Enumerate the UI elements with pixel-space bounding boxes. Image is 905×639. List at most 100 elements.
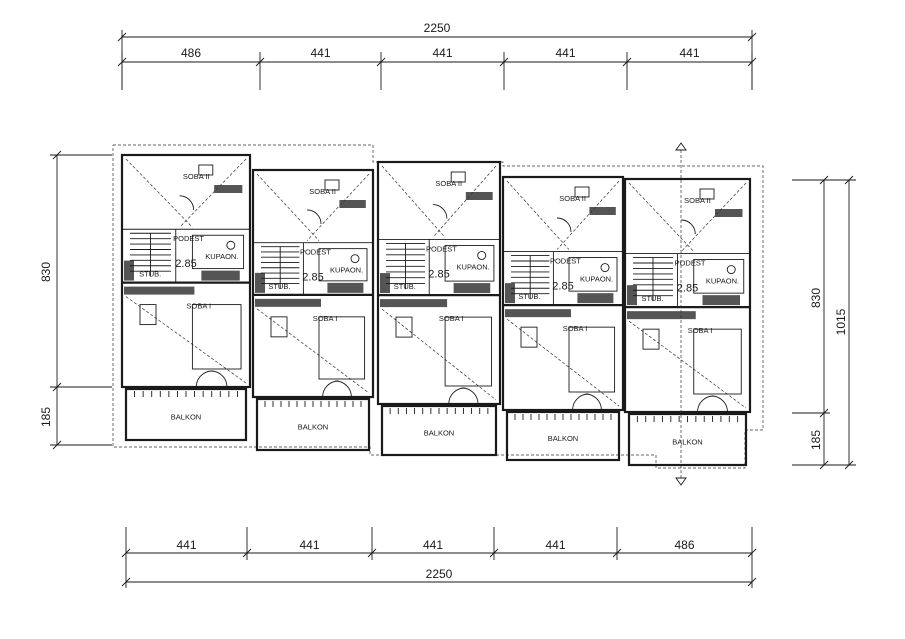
- dimension-tick: [612, 548, 622, 558]
- dimension-tick: [747, 577, 757, 587]
- dimension-segment: 441: [423, 538, 443, 552]
- dimension-tick: [747, 32, 757, 42]
- dimension-tick: [367, 548, 377, 558]
- wall-hatch: [627, 311, 696, 320]
- door-arc: [681, 219, 696, 235]
- dimension-tick: [747, 548, 757, 558]
- level-mark: 2.85: [175, 258, 196, 270]
- room-label-soba-i: SOBA I: [563, 324, 588, 333]
- room-diagonal: [256, 173, 320, 241]
- wall-hatch: [627, 285, 637, 306]
- desk: [574, 186, 590, 198]
- wc-fixture: [226, 240, 236, 250]
- door-arc: [195, 370, 213, 388]
- room-diagonal: [556, 180, 620, 250]
- wall-hatch: [201, 270, 240, 281]
- wall-hatch: [327, 282, 364, 293]
- wall-hatch: [589, 207, 616, 215]
- balcony: [124, 387, 248, 442]
- dimension-segment: 1015: [834, 308, 848, 335]
- bed: [693, 328, 742, 395]
- bathroom: [191, 234, 245, 270]
- room-label-soba-i: SOBA I: [313, 314, 338, 323]
- dimension-segment: 441: [299, 538, 319, 552]
- wall-hatch: [505, 309, 571, 318]
- balcony: [505, 410, 621, 462]
- room-diagonal: [628, 182, 695, 252]
- balcony: [380, 404, 498, 457]
- wc-fixture: [726, 265, 736, 275]
- room-label-podest: PODEST: [300, 248, 331, 257]
- room-diagonal: [381, 308, 497, 401]
- room-diagonal: [306, 173, 370, 241]
- wall-hatch: [380, 299, 448, 308]
- bed: [568, 326, 616, 393]
- level-mark: 2.85: [302, 272, 323, 284]
- room-label-podest: PODEST: [550, 257, 581, 266]
- dimension-tick: [255, 57, 265, 67]
- room-label-soba-ii: SOBA II: [309, 187, 336, 196]
- door-arc: [432, 204, 448, 219]
- room-diagonal: [432, 165, 497, 238]
- level-mark: 2.85: [552, 281, 573, 293]
- wall-hatch: [577, 293, 614, 304]
- door-arc: [335, 380, 352, 398]
- dimension-tick: [376, 57, 386, 67]
- dimension-segment: 441: [310, 46, 330, 60]
- wc-fixture: [350, 254, 360, 264]
- room-diagonal: [506, 180, 570, 250]
- room-label-kupaona: KUPAON.: [580, 275, 613, 284]
- dimension-tick: [819, 175, 829, 185]
- door-arc: [306, 209, 322, 224]
- room-diagonal: [506, 318, 620, 407]
- room-label-balkon: BALKON: [424, 428, 454, 437]
- room-label-podest: PODEST: [675, 259, 706, 268]
- room-label-soba-ii: SOBA II: [435, 179, 462, 188]
- desk: [520, 326, 538, 348]
- dimension-segment: 830: [39, 262, 53, 282]
- wall-hatch: [702, 295, 740, 306]
- dimension-segment: 441: [679, 46, 699, 60]
- desk: [699, 188, 715, 200]
- level-mark: 2.85: [428, 268, 449, 280]
- dimension-segment: 441: [432, 46, 452, 60]
- room-label-balkon: BALKON: [548, 434, 578, 443]
- bed: [444, 316, 492, 387]
- dimension-tick: [52, 150, 62, 160]
- wall-hatch: [214, 185, 243, 193]
- room-diagonal: [125, 158, 193, 228]
- dimension-segment: 486: [181, 46, 201, 60]
- wc-fixture: [477, 250, 487, 260]
- dimension-tick: [52, 440, 62, 450]
- dimension-segment: 486: [674, 538, 694, 552]
- dimension-segment: 441: [176, 538, 196, 552]
- room-label-kupaona: KUPAON.: [205, 252, 238, 261]
- door-arc: [572, 393, 589, 411]
- wall-hatch: [339, 200, 366, 208]
- room-label-stub: STUB.: [139, 270, 161, 279]
- dimension-segment: 441: [545, 538, 565, 552]
- room-label-kupaona: KUPAON.: [457, 262, 490, 271]
- bed: [191, 304, 242, 370]
- room-diagonal: [680, 182, 747, 252]
- desk: [450, 171, 466, 183]
- room-label-soba-ii: SOBA II: [183, 172, 210, 181]
- dimension-tick: [819, 460, 829, 470]
- room-label-stub: STUB.: [641, 294, 663, 303]
- section-markers: [675, 142, 687, 486]
- exterior-wall: [376, 160, 502, 406]
- wall-hatch: [715, 209, 743, 217]
- room-label-soba-i: SOBA I: [439, 314, 464, 323]
- bathroom: [568, 257, 618, 292]
- section-arrow-top: [675, 142, 687, 151]
- dimension-tick: [622, 57, 632, 67]
- desk: [395, 316, 413, 338]
